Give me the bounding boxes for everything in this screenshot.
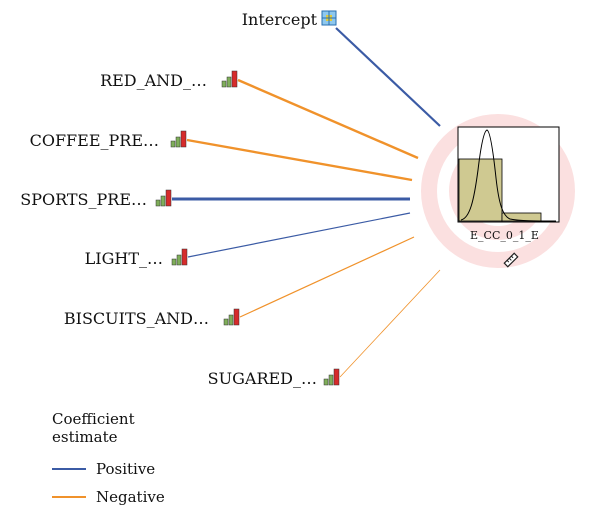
bar-chart-icons: [155, 70, 340, 386]
target-label[interactable]: E_CC_0_1_E: [470, 229, 539, 242]
density-curve: [460, 129, 557, 222]
bar-chart-icon: [170, 130, 187, 148]
histogram-bar-1: [458, 158, 503, 222]
bar-chart-icon: [155, 189, 172, 207]
legend-title-line1: Coefficient: [52, 410, 135, 428]
legend-label-negative: Negative: [96, 488, 165, 506]
bar-chart-icon: [171, 248, 188, 266]
legend-title: Coefficient estimate: [52, 410, 135, 446]
target-node[interactable]: [457, 126, 560, 223]
predictor-label-biscuits-and[interactable]: BISCUITS_AND…: [63, 309, 209, 328]
bar-chart-icon: [221, 70, 238, 88]
predictor-label-red-and[interactable]: RED_AND_…: [100, 71, 207, 90]
edge-light[interactable]: [187, 212, 411, 258]
legend-label-positive: Positive: [96, 460, 156, 478]
edge-intercept[interactable]: [335, 27, 441, 127]
edge-sugared[interactable]: [339, 269, 441, 378]
legend-swatch-negative: [52, 496, 86, 498]
predictor-label-light[interactable]: LIGHT_…: [84, 249, 163, 268]
edge-biscuits-and[interactable]: [239, 236, 415, 318]
bar-chart-icon: [223, 308, 240, 326]
edge-coffee-pre[interactable]: [186, 138, 413, 182]
edge-red-and[interactable]: [237, 78, 419, 160]
predictor-label-coffee-pre[interactable]: COFFEE_PRE…: [29, 131, 159, 150]
legend-item-positive: Positive: [52, 460, 155, 478]
legend-swatch-positive: [52, 468, 86, 470]
bar-chart-icon: [323, 368, 340, 386]
predictor-label-sugared[interactable]: SUGARED_…: [207, 369, 317, 388]
predictor-label-sports-pre[interactable]: SPORTS_PRE…: [20, 190, 147, 209]
histogram-bar-2: [501, 212, 542, 222]
predictor-label-intercept[interactable]: Intercept: [241, 10, 317, 29]
legend-item-negative: Negative: [52, 488, 165, 506]
intercept-icon: [321, 10, 337, 26]
ruler-icon: [503, 252, 519, 268]
legend-title-line2: estimate: [52, 428, 118, 446]
